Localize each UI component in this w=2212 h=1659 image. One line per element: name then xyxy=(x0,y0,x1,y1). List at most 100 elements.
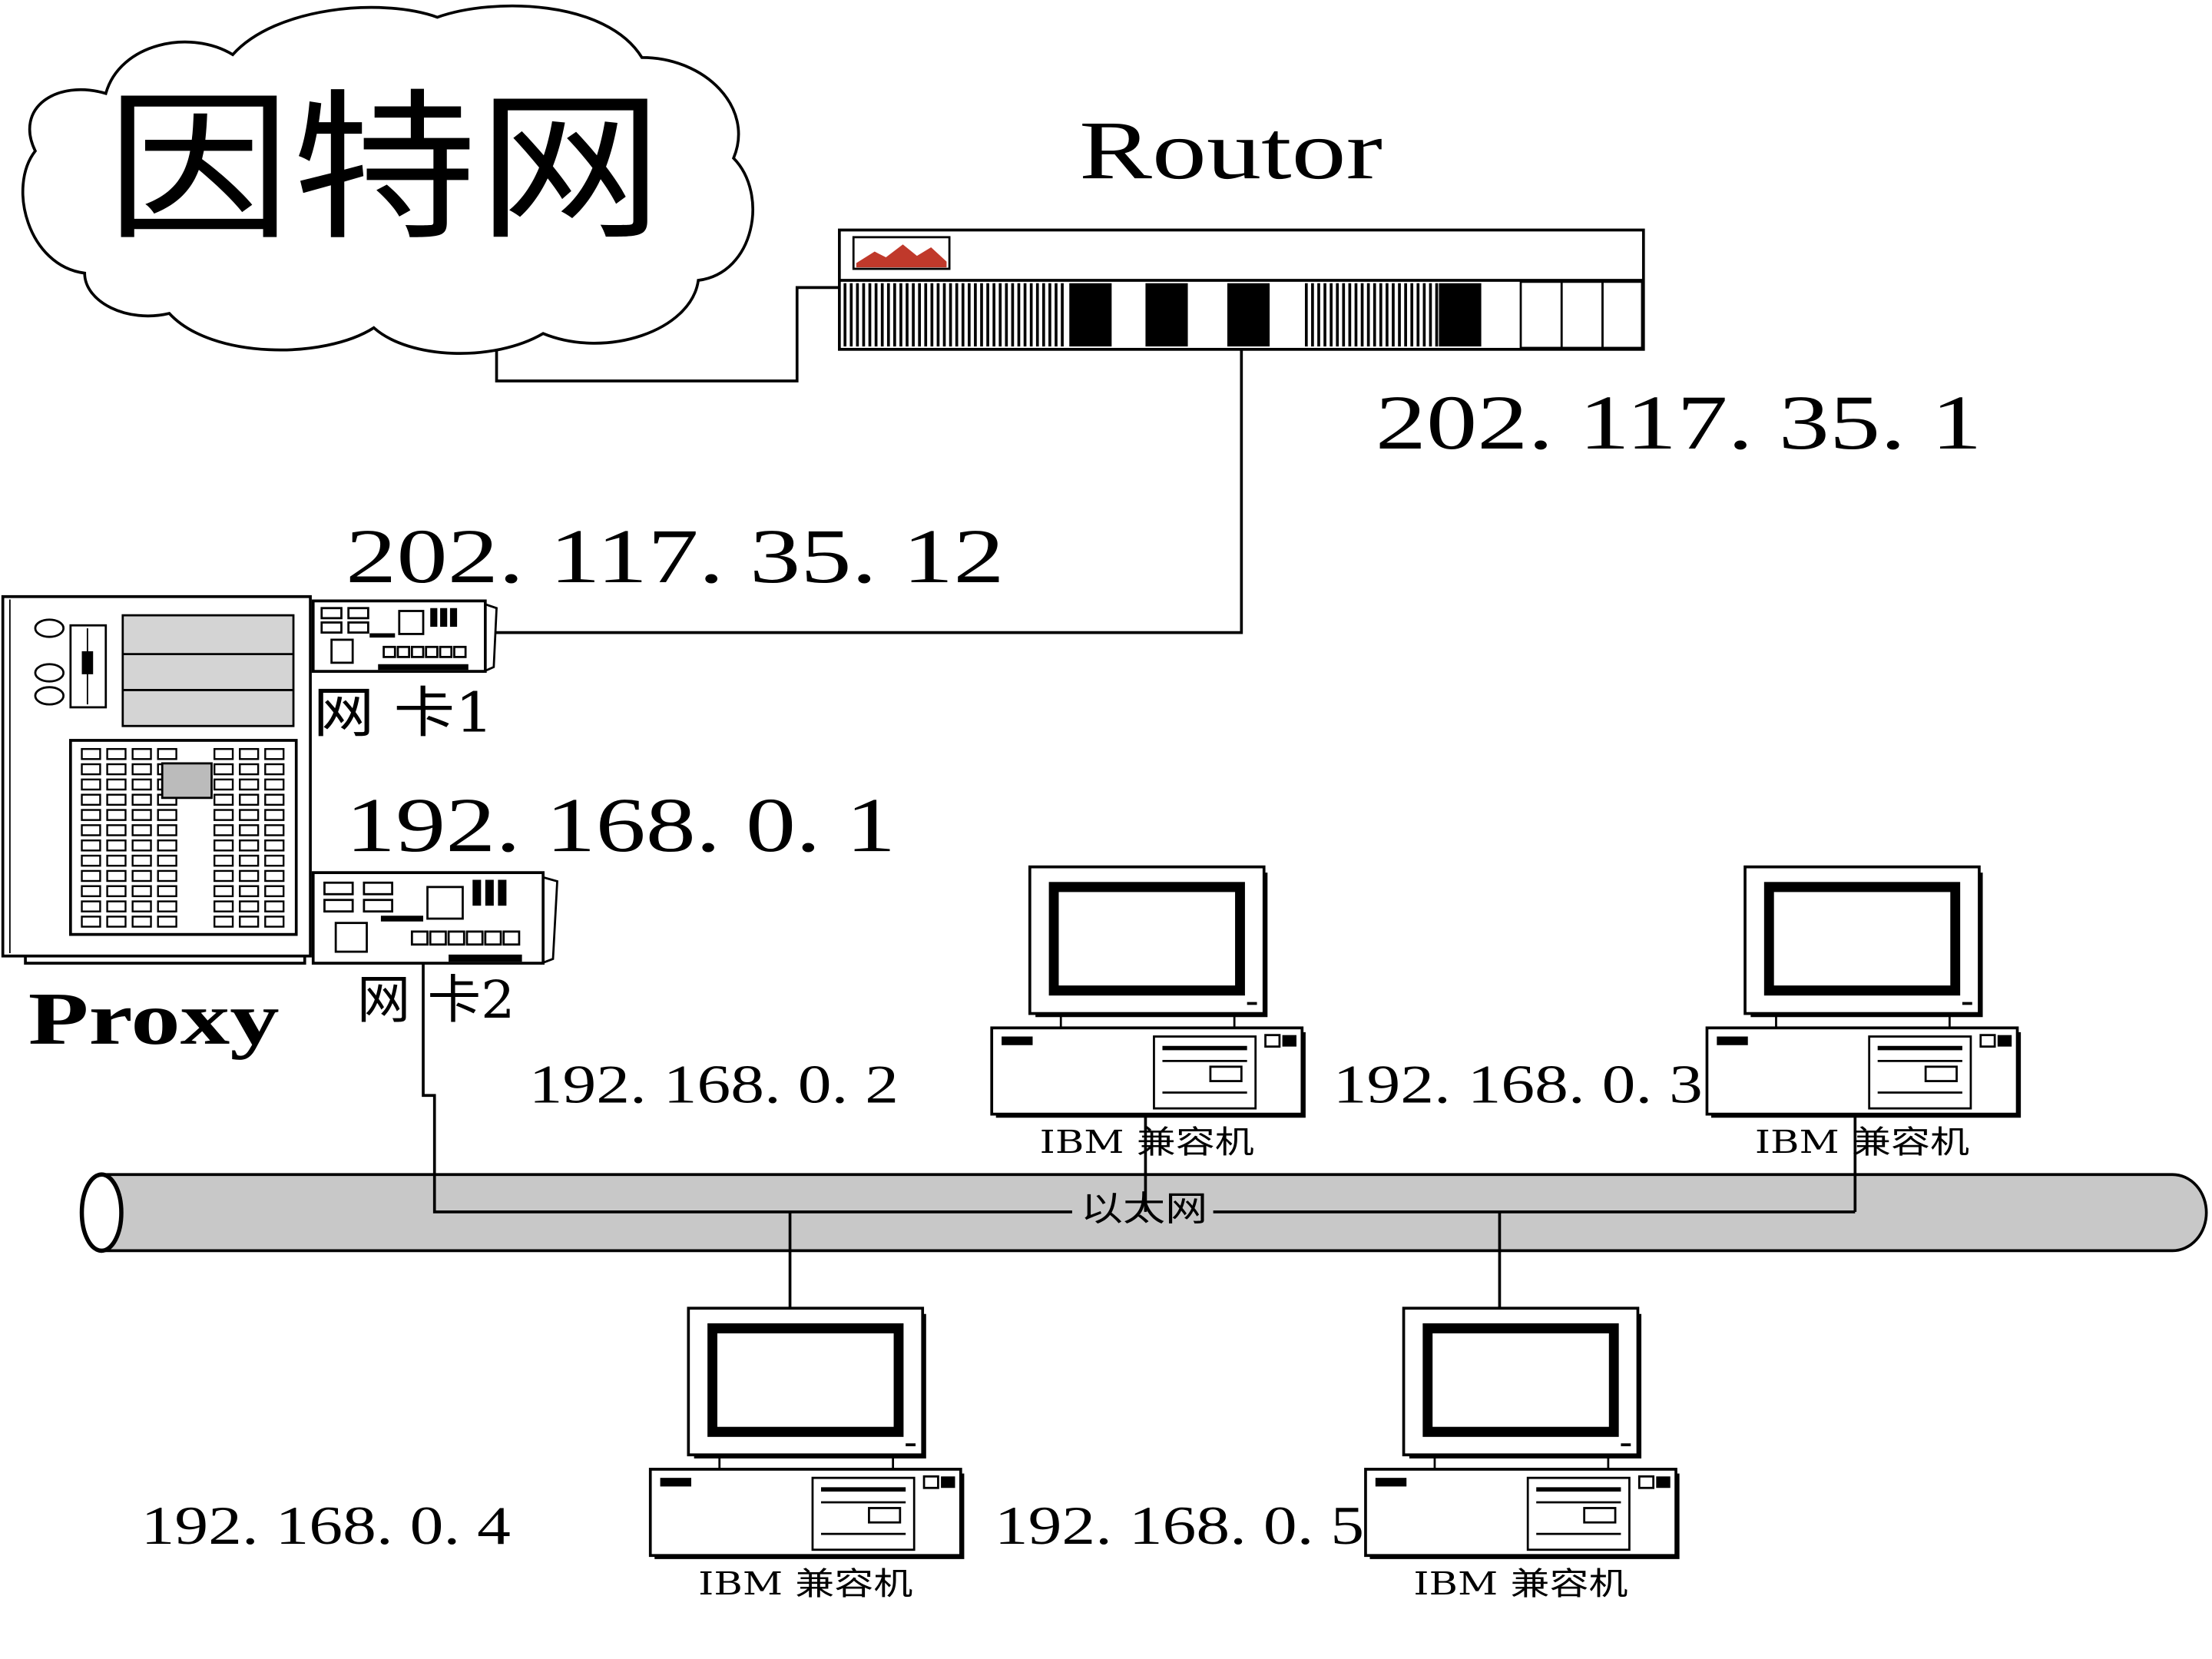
router-vent-stripe xyxy=(974,283,977,347)
router-port xyxy=(1145,283,1188,347)
router-vent-stripe xyxy=(1035,283,1039,347)
router-vent-stripe xyxy=(992,283,995,347)
front-panel-key xyxy=(239,809,260,821)
router-vent-stripe xyxy=(906,283,909,347)
front-panel-key xyxy=(213,793,234,806)
front-panel-key xyxy=(157,824,177,836)
nic-pad xyxy=(484,930,502,946)
nic-edge-connector xyxy=(378,664,469,671)
router-logo xyxy=(856,244,947,268)
front-panel-key xyxy=(239,885,260,898)
front-panel-key xyxy=(81,793,101,806)
nic-chip xyxy=(323,881,354,896)
router-nic1-link xyxy=(486,349,1243,634)
front-panel-key xyxy=(106,809,127,821)
router-vent-stripe xyxy=(924,283,928,347)
router-vent-stripe xyxy=(942,283,946,347)
router-vent-stripe xyxy=(899,283,902,347)
front-panel-key xyxy=(264,869,285,882)
front-panel-key xyxy=(213,763,234,776)
router-vent-stripe xyxy=(1348,283,1352,347)
nic-chip xyxy=(323,899,354,913)
front-panel-key xyxy=(81,763,101,776)
internet-cloud: 因特网 xyxy=(21,4,754,355)
front-panel-key xyxy=(157,747,177,760)
pc-computer xyxy=(1707,867,2018,1116)
nic-pad xyxy=(453,645,467,658)
front-panel-key xyxy=(264,916,285,928)
client-pc-4: IBM 兼容机 192. 168. 0. 5 xyxy=(995,1308,1677,1602)
router-vent-stripe xyxy=(1429,283,1432,347)
router-vent-stripe xyxy=(849,283,853,347)
nic-chip xyxy=(347,607,369,620)
nic-1-label: 网 卡1 xyxy=(313,681,494,745)
nic-chip xyxy=(347,621,369,634)
pc-label: IBM 兼容机 xyxy=(1413,1565,1628,1601)
front-panel-key xyxy=(213,854,234,867)
nic-jumper xyxy=(440,608,448,628)
router-vent-stripe xyxy=(930,283,934,347)
front-panel-key xyxy=(264,763,285,776)
router-vent-stripe xyxy=(862,283,866,347)
front-panel-key xyxy=(106,763,127,776)
router-vent-stripe xyxy=(886,283,890,347)
front-panel-key xyxy=(106,854,127,867)
router-vent-stripe xyxy=(1330,283,1333,347)
front-panel-key xyxy=(157,854,177,867)
router-port xyxy=(1227,283,1270,347)
router-vent-stripe xyxy=(1392,283,1395,347)
router-vent-stripe xyxy=(1304,283,1308,347)
nic-pad xyxy=(396,645,411,658)
pc-computer xyxy=(651,1308,962,1557)
front-panel-key xyxy=(131,869,152,882)
front-panel-key xyxy=(106,916,127,928)
router-vent-stripe xyxy=(1048,283,1051,347)
front-panel-key xyxy=(239,854,260,867)
router-vent-stripe xyxy=(1416,283,1420,347)
proxy-server: Proxy xyxy=(1,594,312,1060)
router-ip: 202. 117. 35. 1 xyxy=(1376,379,1982,465)
proxy-lan-drop xyxy=(422,963,1072,1214)
router-vent-stripe xyxy=(868,283,872,347)
front-panel-key xyxy=(81,839,101,852)
front-panel-key xyxy=(239,869,260,882)
nic-jumper xyxy=(472,879,482,906)
nic-pad xyxy=(429,930,447,946)
front-panel-key xyxy=(81,854,101,867)
front-panel-key xyxy=(264,747,285,760)
router-vent-stripe xyxy=(1311,283,1314,347)
front-panel-key xyxy=(213,778,234,791)
pc-label: IBM 兼容机 xyxy=(1755,1124,1969,1161)
router-vent-stripe xyxy=(1379,283,1382,347)
front-panel-key xyxy=(131,809,152,821)
front-panel-key xyxy=(131,839,152,852)
router-vent-stripe xyxy=(1005,283,1008,347)
ethernet-pipe-end xyxy=(79,1172,124,1253)
router-slot xyxy=(1560,280,1604,349)
nic-pad xyxy=(425,645,439,658)
router-vent-stripe xyxy=(1354,283,1358,347)
router-vent-stripe xyxy=(1011,283,1015,347)
ethernet-bus: 以太网 xyxy=(79,1172,2208,1253)
front-panel-key xyxy=(264,809,285,821)
nic-chip xyxy=(363,881,393,896)
front-panel-key xyxy=(264,839,285,852)
front-panel-key xyxy=(264,778,285,791)
nic-2-ip: 192. 168. 0. 1 xyxy=(346,782,896,868)
pc-label: IBM 兼容机 xyxy=(1040,1124,1254,1161)
front-panel-key xyxy=(81,900,101,912)
front-panel-key xyxy=(157,885,177,898)
front-panel-key xyxy=(131,763,152,776)
front-panel-key xyxy=(81,809,101,821)
nic-1-ip: 202. 117. 35. 12 xyxy=(346,513,1005,599)
floppy-slot xyxy=(81,651,94,674)
router-vent-stripe xyxy=(1041,283,1045,347)
nic-2: 192. 168. 0. 1 网 卡2 xyxy=(311,782,896,1031)
nic-pad xyxy=(465,930,484,946)
drive-bays xyxy=(121,614,295,727)
front-panel-key xyxy=(213,747,234,760)
nic-jumper xyxy=(498,879,507,906)
indicator-light xyxy=(34,686,65,706)
nic-2-label: 网 卡2 xyxy=(357,970,515,1031)
front-panel-key xyxy=(131,900,152,912)
